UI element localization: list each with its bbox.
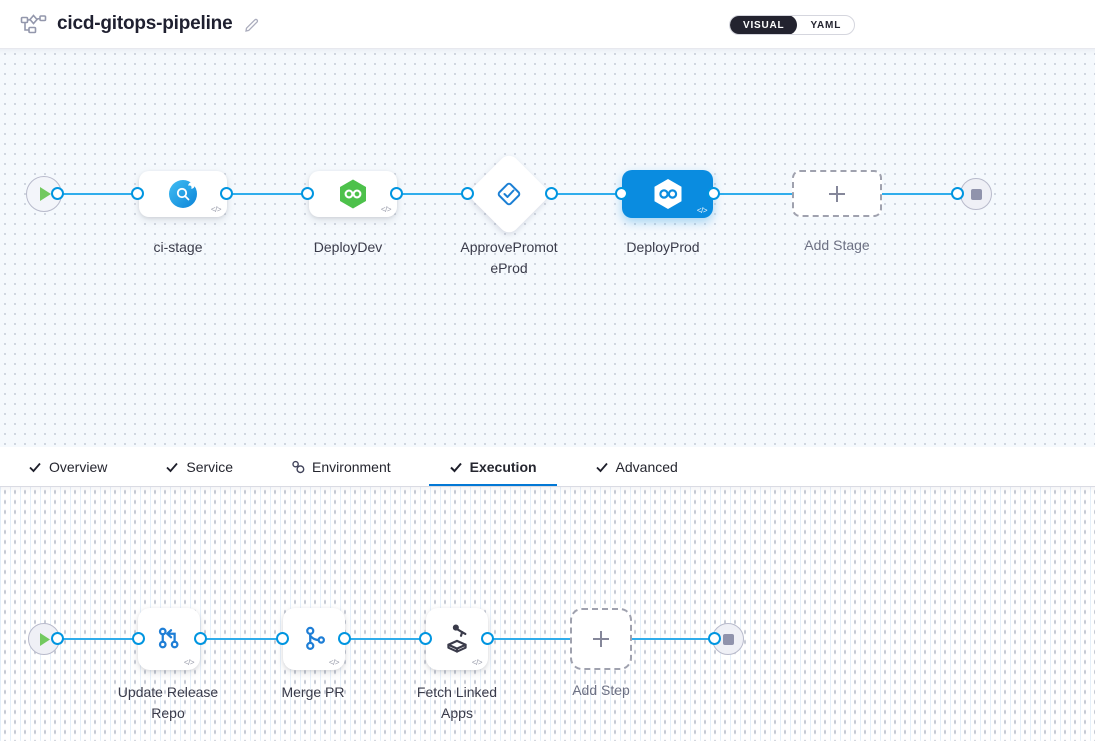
- play-icon: [40, 632, 50, 646]
- stage-node-ci-stage[interactable]: </>: [139, 171, 227, 217]
- fetch-linked-apps-icon: [447, 624, 467, 653]
- environment-icon: [292, 460, 305, 473]
- pipeline-tabs: Overview Service Environment Execution A…: [0, 447, 1095, 487]
- connector-port[interactable]: [481, 632, 494, 645]
- connector-port[interactable]: [615, 187, 628, 200]
- code-badge: </>: [471, 658, 483, 667]
- plus-icon: [593, 631, 609, 647]
- cd-hexagon-icon: [654, 179, 681, 209]
- stage-node-deploydev[interactable]: </>: [309, 171, 397, 217]
- tab-execution[interactable]: Execution: [428, 447, 557, 486]
- code-badge: </>: [380, 205, 392, 214]
- connector-port[interactable]: [194, 632, 207, 645]
- check-icon: [166, 462, 179, 472]
- code-badge: </>: [696, 206, 708, 215]
- edge: [58, 638, 139, 640]
- edge: [882, 193, 958, 195]
- stop-icon: [722, 633, 734, 645]
- connector-port[interactable]: [419, 632, 432, 645]
- connector-port[interactable]: [390, 187, 403, 200]
- plus-icon: [829, 185, 845, 202]
- edge: [201, 638, 283, 640]
- yaml-toggle-button[interactable]: YAML: [810, 19, 842, 31]
- tab-advanced[interactable]: Advanced: [575, 447, 698, 486]
- edge: [551, 193, 622, 195]
- connector-port[interactable]: [708, 632, 721, 645]
- code-badge: </>: [183, 658, 195, 667]
- visual-toggle-button[interactable]: VISUAL: [730, 16, 798, 34]
- connector-port[interactable]: [338, 632, 351, 645]
- code-badge: </>: [328, 658, 340, 667]
- connector-port[interactable]: [220, 187, 233, 200]
- connector-port[interactable]: [51, 632, 64, 645]
- stage-node-approvepromoteprod[interactable]: [466, 151, 552, 237]
- edge: [227, 193, 309, 195]
- add-stage-button[interactable]: [792, 170, 882, 217]
- edge: [397, 193, 468, 195]
- stage-node-deployprod[interactable]: </>: [622, 170, 713, 218]
- connector-port[interactable]: [707, 187, 720, 200]
- code-badge: </>: [210, 205, 222, 214]
- git-merge-icon: [306, 626, 325, 651]
- pipeline-end-node: [960, 178, 992, 210]
- cd-hexagon-icon: [340, 179, 366, 209]
- connector-port[interactable]: [951, 187, 964, 200]
- header: cicd-gitops-pipeline VISUAL YAML: [0, 0, 1095, 49]
- step-label-merge-pr: Merge PR: [281, 684, 345, 700]
- add-stage-label: Add Stage: [804, 237, 870, 253]
- edge: [632, 638, 715, 640]
- page-title: cicd-gitops-pipeline: [57, 13, 233, 34]
- check-icon: [449, 462, 462, 472]
- connector-port[interactable]: [132, 632, 145, 645]
- edge: [488, 638, 570, 640]
- stage-pipeline-canvas: </> </> </>: [0, 49, 1095, 447]
- edit-pencil-icon[interactable]: [244, 16, 261, 33]
- pipeline-icon: [20, 13, 47, 35]
- connector-port[interactable]: [131, 187, 144, 200]
- step-node-update-release-repo[interactable]: </>: [138, 608, 200, 670]
- connector-port[interactable]: [461, 187, 474, 200]
- stage-label-approvepromoteprod: ApprovePromot eProd: [460, 239, 558, 276]
- edge: [345, 638, 426, 640]
- step-label-fetch-linked-apps: Fetch Linked Apps: [416, 684, 498, 721]
- tab-environment[interactable]: Environment: [271, 447, 411, 486]
- stage-label-ci-stage: ci-stage: [153, 239, 203, 255]
- tab-overview[interactable]: Overview: [8, 447, 127, 486]
- view-toggle: VISUAL YAML: [729, 15, 856, 35]
- edge: [58, 193, 138, 195]
- play-icon: [39, 187, 51, 201]
- stage-label-deployprod: DeployProd: [626, 239, 700, 255]
- add-step-button[interactable]: [570, 608, 632, 670]
- tab-service[interactable]: Service: [145, 447, 253, 486]
- execution-step-canvas: </> </> </>: [0, 487, 1095, 741]
- edge: [713, 193, 792, 195]
- connector-port[interactable]: [545, 187, 558, 200]
- connector-port[interactable]: [301, 187, 314, 200]
- stage-label-deploydev: DeployDev: [313, 239, 383, 255]
- connector-port[interactable]: [51, 187, 64, 200]
- step-node-fetch-linked-apps[interactable]: </>: [426, 608, 488, 670]
- connector-port[interactable]: [276, 632, 289, 645]
- check-icon: [29, 462, 41, 472]
- git-update-icon: [158, 627, 179, 649]
- check-icon: [595, 462, 608, 472]
- stop-icon: [970, 188, 982, 200]
- add-step-label: Add Step: [572, 682, 630, 698]
- step-label-update-release-repo: Update Release Repo: [117, 684, 219, 721]
- ci-build-icon: [168, 179, 198, 209]
- step-node-merge-pr[interactable]: </>: [283, 608, 345, 670]
